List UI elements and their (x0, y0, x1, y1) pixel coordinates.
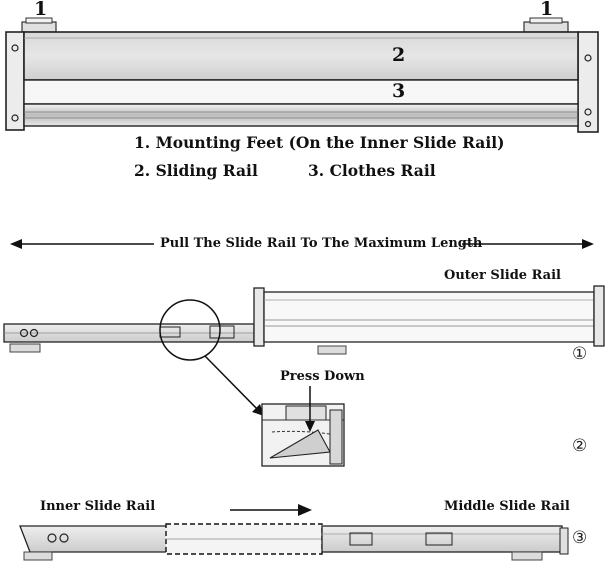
legend-clothes-rail: 3. Clothes Rail (308, 161, 436, 180)
step2-closeup (261, 386, 345, 467)
legend-mounting-feet: 1. Mounting Feet (On the Inner Slide Rai… (134, 133, 505, 152)
assembly-figure (5, 17, 599, 133)
legend-sliding-rail: 2. Sliding Rail (134, 161, 258, 180)
sliding-rail-panel (23, 31, 579, 81)
end-bracket-left (5, 31, 25, 131)
pull-direction-arrow (10, 239, 594, 249)
callout-mounting-foot-right: 1 (540, 0, 554, 20)
callout-clothes-rail: 3 (392, 80, 406, 102)
step1-figure (3, 285, 605, 416)
step-marker-1: ① (572, 344, 588, 364)
mounting-foot-right (523, 17, 569, 33)
callout-mounting-foot-left: 1 (34, 0, 48, 20)
lower-rail-bar (23, 103, 579, 127)
step3-figure (19, 504, 569, 561)
label-middle-slide-rail: Middle Slide Rail (444, 499, 570, 514)
instruction-pull-rail: Pull The Slide Rail To The Maximum Lengt… (160, 236, 483, 251)
step-marker-3: ③ (572, 528, 588, 548)
callout-sliding-rail: 2 (392, 44, 406, 66)
label-press-down: Press Down (280, 369, 365, 384)
label-inner-slide-rail: Inner Slide Rail (40, 499, 156, 514)
step-marker-2: ② (572, 436, 588, 456)
clothes-rail-bar (23, 79, 579, 105)
end-bracket-right (577, 31, 599, 133)
magnifier-circle (159, 299, 221, 361)
mounting-foot-left (21, 17, 57, 33)
label-outer-slide-rail: Outer Slide Rail (444, 268, 561, 283)
